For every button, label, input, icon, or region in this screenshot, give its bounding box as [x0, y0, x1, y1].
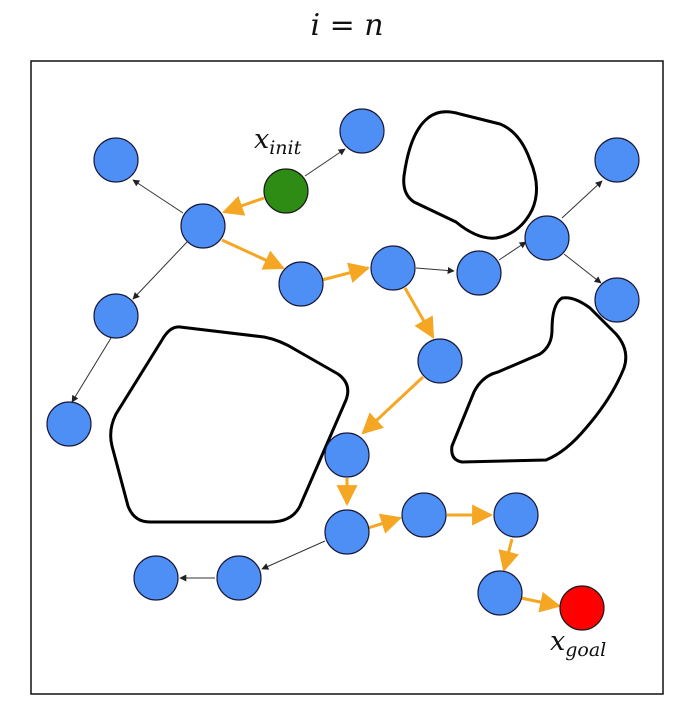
- tree-node: [524, 215, 570, 261]
- tree-node: [324, 509, 370, 555]
- tree-node: [93, 293, 139, 339]
- tree-node: [493, 492, 539, 538]
- tree-edge: [132, 241, 188, 300]
- tree-edge: [498, 241, 527, 261]
- init-label-base: x: [254, 124, 269, 155]
- tree-edge: [415, 267, 455, 274]
- path-edge: [498, 538, 519, 573]
- goal-label-base: x: [550, 626, 565, 657]
- path-edge: [367, 513, 403, 534]
- tree-node: [417, 338, 463, 384]
- path-edge: [361, 375, 425, 435]
- tree-node: [93, 137, 139, 183]
- path-edge: [520, 591, 562, 613]
- path-edges: [221, 195, 562, 613]
- tree-node: [594, 137, 640, 183]
- tree-node: [216, 555, 262, 601]
- obstacle-top: [402, 110, 538, 240]
- tree-nodes: [46, 108, 640, 616]
- goal-label: xgoal: [550, 626, 606, 661]
- path-edge: [222, 195, 265, 216]
- tree-node: [133, 555, 179, 601]
- goal-label-sub: goal: [565, 639, 606, 661]
- init-label-sub: init: [269, 137, 301, 159]
- path-edge: [321, 262, 371, 283]
- tree-node: [180, 203, 226, 249]
- tree-node: [594, 277, 640, 323]
- tree-node: [278, 261, 324, 307]
- tree-edges: [71, 148, 603, 582]
- tree-edge: [132, 179, 184, 214]
- goal-node: [559, 585, 605, 631]
- tree-node: [477, 570, 523, 616]
- tree-edge: [563, 253, 602, 284]
- tree-node: [46, 401, 92, 447]
- path-edge: [403, 287, 435, 339]
- tree-node: [370, 245, 416, 291]
- init-label: xinit: [254, 124, 302, 159]
- tree-node: [339, 108, 385, 154]
- start-node: [263, 168, 309, 214]
- tree-node: [401, 492, 447, 538]
- tree-node: [324, 432, 370, 478]
- path-edge: [221, 238, 285, 270]
- tree-edge: [71, 337, 112, 403]
- tree-node: [456, 250, 502, 296]
- obstacle-left: [109, 325, 350, 524]
- tree-edge: [561, 180, 603, 219]
- tree-edge: [304, 148, 346, 177]
- iteration-title: i = n: [310, 8, 384, 43]
- tree-edge: [261, 540, 326, 570]
- obstacle-right: [450, 296, 628, 464]
